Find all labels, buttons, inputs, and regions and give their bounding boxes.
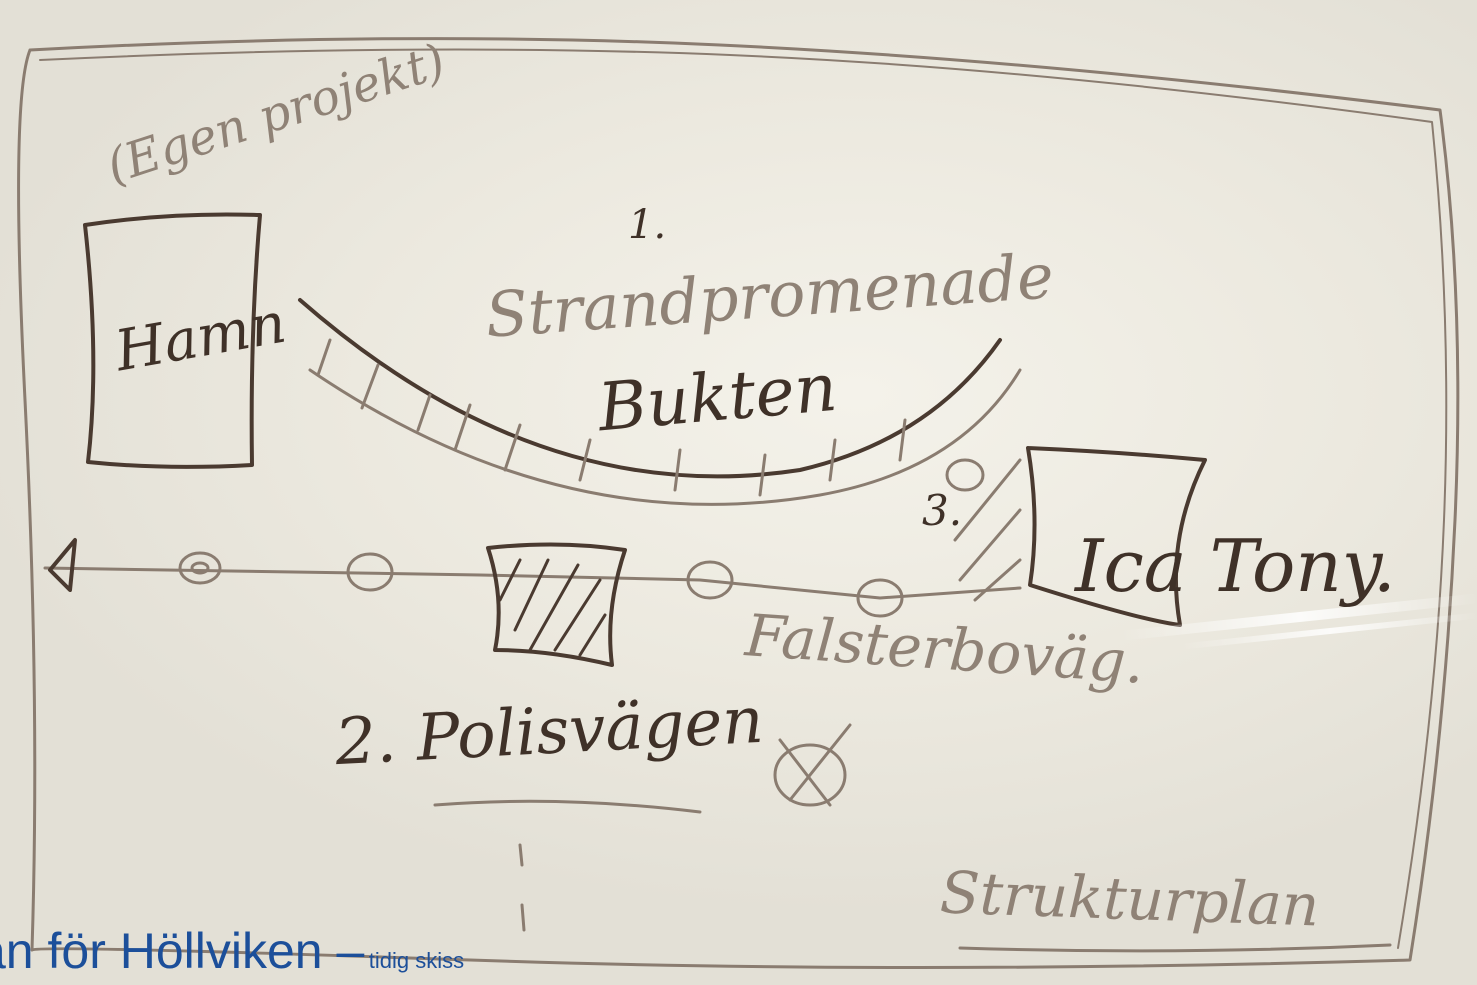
number-three-label: 3. — [922, 486, 963, 535]
bukten-label: Bukten — [595, 348, 840, 447]
road-end-triangle — [48, 538, 77, 592]
bukten-inner-curve — [308, 368, 1022, 506]
caption-main: an för Höllviken – — [0, 923, 365, 979]
ica-tony-box — [1026, 446, 1207, 627]
area-three-hatch — [953, 458, 1022, 602]
board-frame-inner — [39, 48, 1448, 949]
strukturplan-label: Strukturplan — [938, 858, 1321, 940]
road-stops — [178, 458, 985, 618]
ica-tony-label: Ica Tony. — [1075, 524, 1396, 608]
falsterbovag-road — [43, 566, 1022, 600]
polisvagen-hatch — [498, 558, 607, 657]
number-one-label: 1. — [628, 202, 667, 248]
slide-caption: an för Höllviken – tidig skiss — [0, 922, 464, 980]
strukturplan-underline — [958, 943, 1392, 953]
hamn-box — [83, 212, 262, 469]
bukten-hatch — [316, 338, 907, 497]
crossed-out-circle — [773, 723, 852, 807]
caption-sub: tidig skiss — [368, 948, 465, 973]
bukten-outer-curve — [298, 298, 1002, 479]
board-frame-outer — [17, 37, 1460, 969]
polisvagen-underline — [433, 799, 702, 814]
polisvagen-box — [486, 542, 627, 667]
polisvagen-dashed-line — [518, 843, 526, 932]
